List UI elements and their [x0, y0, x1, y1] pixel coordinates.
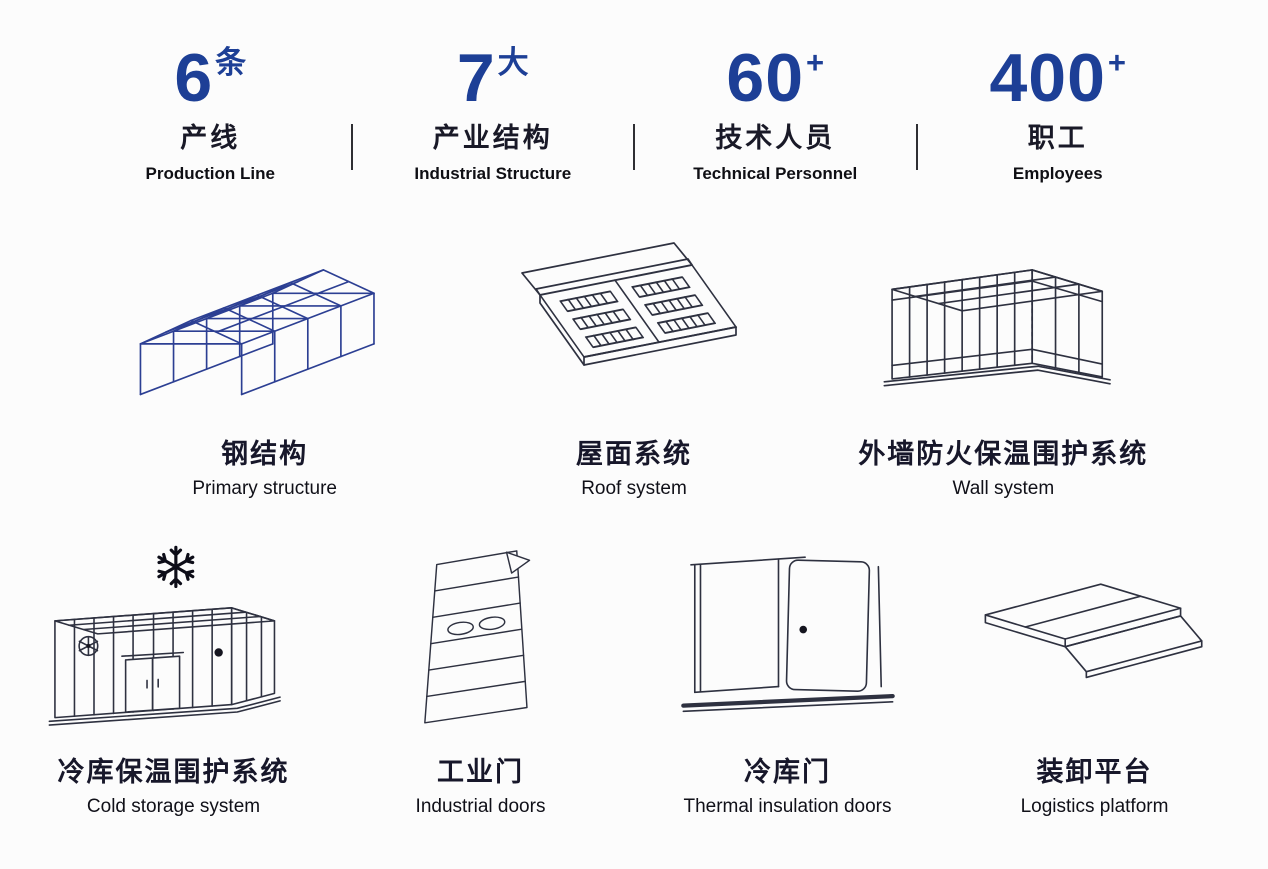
industrial-door-icon — [327, 540, 634, 738]
stat-label-en: Technical Personnel — [693, 164, 858, 183]
product-name-zh: 冷库保温围护系统 — [57, 757, 290, 787]
stat-number: 60 — [726, 40, 805, 116]
stat-production-line: 6条 产线 Production Line — [70, 44, 351, 184]
stat-unit: 条 — [215, 45, 247, 80]
stat-divider — [350, 124, 353, 170]
product-name-zh: 屋面系统 — [575, 439, 692, 469]
stat-label-en: Industrial Structure — [414, 164, 572, 183]
stat-divider — [915, 124, 918, 170]
stat-value: 400+ — [918, 44, 1199, 112]
product-name-en: Thermal insulation doors — [683, 796, 892, 817]
wall-system-icon — [819, 222, 1188, 420]
snowflake-icon — [156, 545, 194, 589]
product-name-en: Roof system — [581, 478, 687, 499]
wall-system-icon: 外墙防火保温围护系统 Wall system — [819, 222, 1188, 500]
stat-unit: 大 — [497, 45, 529, 80]
stat-employees: 400+ 职工 Employees — [918, 44, 1199, 184]
product-name-en: Wall system — [952, 478, 1055, 499]
stat-unit: + — [806, 45, 825, 80]
products-row-1: 钢结构 Primary structure — [0, 222, 1268, 500]
products-row-2: 冷库保温围护系统 Cold storage system 工业门 — [0, 540, 1268, 818]
product-card-industrial-door: 工业门 Industrial doors — [327, 540, 634, 818]
cold-storage-icon — [20, 540, 327, 738]
stat-divider — [633, 124, 635, 170]
product-name-zh: 钢结构 — [221, 439, 309, 469]
stat-number: 6 — [174, 40, 214, 116]
loading-platform-icon — [941, 540, 1248, 738]
product-card-roof-system: 屋面系统 Roof system — [449, 222, 818, 500]
product-name-zh: 工业门 — [437, 757, 524, 787]
stat-unit: + — [1107, 45, 1127, 80]
thermal-door-icon — [634, 540, 941, 738]
stat-number: 7 — [456, 40, 496, 116]
product-card-steel-structure: 钢结构 Primary structure — [80, 222, 449, 500]
product-name-en: Industrial doors — [415, 796, 546, 817]
roof-system-icon — [449, 222, 818, 420]
product-name-zh: 冷库门 — [744, 757, 831, 787]
product-name-zh: 外墙防火保温围护系统 — [858, 439, 1149, 469]
stat-value: 7大 — [353, 44, 634, 112]
stat-label-en: Production Line — [145, 164, 275, 183]
stat-technical-personnel: 60+ 技术人员 Technical Personnel — [635, 44, 916, 184]
stat-label-zh: 技术人员 — [715, 123, 836, 153]
stat-label-zh: 产业结构 — [432, 123, 553, 153]
stats-row: 6条 产线 Production Line 7大 产业结构 Industrial… — [0, 0, 1268, 184]
stat-label-zh: 产线 — [180, 123, 241, 153]
stat-value: 6条 — [70, 44, 351, 112]
product-name-en: Primary structure — [192, 478, 337, 499]
product-name-en: Cold storage system — [86, 796, 261, 817]
product-card-cold-storage: 冷库保温围护系统 Cold storage system — [20, 540, 327, 818]
product-card-loading-platform: 装卸平台 Logistics platform — [941, 540, 1248, 818]
stat-value: 60+ — [635, 44, 916, 112]
product-card-thermal-door: 冷库门 Thermal insulation doors — [634, 540, 941, 818]
product-name-zh: 装卸平台 — [1036, 757, 1153, 787]
stat-label-zh: 职工 — [1027, 123, 1088, 153]
stat-label-en: Employees — [1012, 164, 1103, 183]
product-name-en: Logistics platform — [1020, 796, 1169, 817]
stat-number: 400 — [989, 40, 1106, 116]
steel-structure-icon — [80, 222, 449, 420]
stat-industrial-structure: 7大 产业结构 Industrial Structure — [353, 44, 634, 184]
